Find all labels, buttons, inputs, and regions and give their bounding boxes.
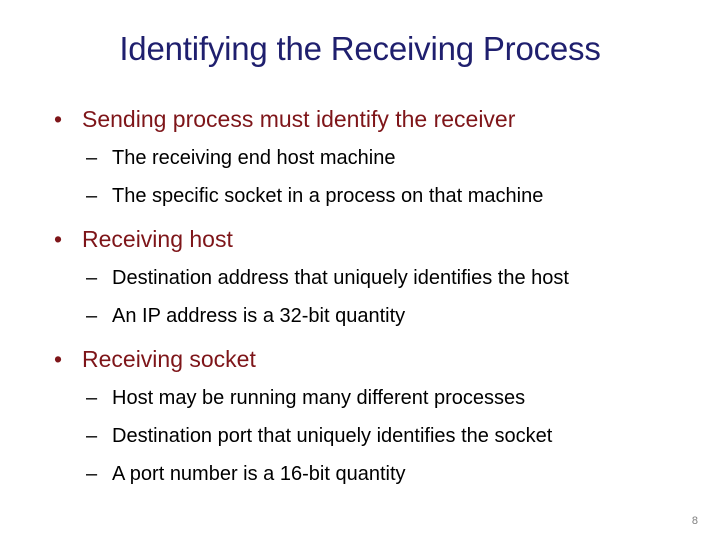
bullet-level2: – An IP address is a 32-bit quantity: [0, 303, 720, 330]
slide-body: • Sending process must identify the rece…: [0, 104, 720, 488]
bullet-level1-label: Receiving host: [82, 226, 233, 252]
page-number: 8: [691, 515, 698, 527]
bullet-level1: • Sending process must identify the rece…: [0, 104, 720, 134]
bullet-level2-label: The specific socket in a process on that…: [112, 185, 544, 207]
dash-icon: –: [86, 463, 98, 485]
bullet-level2-label: The receiving end host machine: [112, 147, 396, 169]
spacer: [0, 172, 720, 183]
bullet-level2-label: Destination port that uniquely identifie…: [112, 425, 553, 447]
spacer: [0, 210, 720, 224]
bullet-dot-icon: •: [54, 106, 63, 132]
dash-icon: –: [86, 305, 98, 327]
dash-icon: –: [86, 267, 98, 289]
bullet-level2: – Host may be running many different pro…: [0, 385, 720, 412]
slide-title: Identifying the Receiving Process: [119, 30, 601, 67]
bullet-group: • Receiving host – Destination address t…: [0, 224, 720, 330]
bullet-level2-label: Host may be running many different proce…: [112, 387, 526, 409]
bullet-level2-label: A port number is a 16-bit quantity: [112, 463, 406, 485]
bullet-level2: – Destination address that uniquely iden…: [0, 265, 720, 292]
bullet-level2-label: Destination address that uniquely identi…: [112, 267, 569, 289]
bullet-level1-label: Sending process must identify the receiv…: [82, 106, 516, 132]
spacer: [0, 292, 720, 303]
spacer: [0, 450, 720, 461]
spacer: [0, 412, 720, 423]
bullet-dot-icon: •: [54, 346, 63, 372]
bullet-level2: – Destination port that uniquely identif…: [0, 423, 720, 450]
bullet-level2: – The receiving end host machine: [0, 145, 720, 172]
spacer: [0, 374, 720, 385]
dash-icon: –: [86, 425, 98, 447]
bullet-group: • Receiving socket – Host may be running…: [0, 344, 720, 488]
bullet-group: • Sending process must identify the rece…: [0, 104, 720, 210]
dash-icon: –: [86, 387, 98, 409]
spacer: [0, 330, 720, 344]
bullet-level1-label: Receiving socket: [82, 346, 256, 372]
spacer: [0, 254, 720, 265]
bullet-level2: – The specific socket in a process on th…: [0, 183, 720, 210]
bullet-level1: • Receiving socket: [0, 344, 720, 374]
dash-icon: –: [86, 185, 98, 207]
bullet-level2-label: An IP address is a 32-bit quantity: [112, 305, 406, 327]
bullet-dot-icon: •: [54, 226, 63, 252]
spacer: [0, 134, 720, 145]
dash-icon: –: [86, 147, 98, 169]
bullet-level1: • Receiving host: [0, 224, 720, 254]
bullet-level2: – A port number is a 16-bit quantity: [0, 461, 720, 488]
